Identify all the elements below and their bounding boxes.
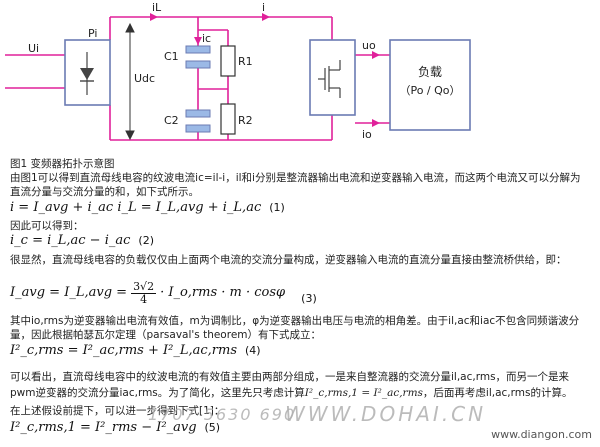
label-c2: C2 [164, 114, 179, 127]
current-arrows [150, 13, 380, 127]
watermark-url: www.diangon.com [491, 428, 592, 441]
converter-topology-diagram: Ui Pi iL i ic Udc C1 C2 R1 R2 uo io 负载 （… [5, 1, 471, 141]
equation-3-rhs: · I_o,rms · m · cosφ [160, 285, 286, 300]
diode-icon [80, 52, 94, 95]
load-title: 负载 [418, 65, 442, 79]
label-io: io [362, 128, 372, 141]
equation-1-number: (1) [269, 201, 285, 214]
mosfet-icon [318, 60, 341, 98]
line-assumption: 在上述假设前提下，可以进一步得到下式[1]： [10, 405, 225, 417]
label-i: i [262, 1, 265, 14]
equation-4: I²_c,rms = I²_ac,rms + I²_L,ac,rms (4) [10, 344, 261, 358]
watermark-site: WWW.DOHAI.CN [285, 402, 487, 426]
equation-3-number: (3) [301, 292, 317, 305]
watermark-phone: 1707 5630 690 [148, 405, 297, 424]
equation-2: i_c = i_L,ac − i_ac (2) [10, 234, 154, 248]
line-therefore: 因此可以得到： [10, 220, 84, 232]
equation-4-number: (4) [245, 344, 261, 357]
equation-2-number: (2) [138, 234, 154, 247]
equation-1-body: i = I_avg + i_ac i_L = I_L,avg + i_L,ac [10, 200, 262, 215]
paragraph-5: pwm逆变器的交流分量iac,rms。为了简化，这里先只考虑计算I²_c,rms… [10, 386, 572, 400]
label-r2: R2 [238, 114, 253, 127]
equation-5-body: I²_c,rms,1 = I²_rms − I²_avg [10, 420, 197, 435]
equation-3-lhs: I_avg = I_L,avg = [10, 285, 128, 300]
arrow-uo [372, 51, 380, 59]
label-ic: ic [202, 32, 211, 45]
paragraph-1: 由图1可以得到直流母线电容的纹波电流ic=il-i，il和i分别是整流器输出电流… [10, 172, 581, 198]
equation-3-numerator: 3√2 [131, 279, 157, 294]
udc-arrow-icon [125, 22, 135, 141]
label-pi: Pi [88, 27, 97, 40]
label-c1: C1 [164, 50, 179, 63]
paragraph-3: 其中io,rms为逆变器输出电流有效值，m为调制比，φ为逆变器输出电压与电流的相… [10, 315, 580, 341]
equation-3: I_avg = I_L,avg = 3√2 4 · I_o,rms · m · … [10, 278, 317, 308]
paragraph-4: 可以看出，直流母线电容中的纹波电流的有效值主要由两部分组成，一是来自整流器的交流… [10, 371, 570, 383]
resistor-r1-icon [220, 45, 236, 77]
figure-caption: 图1 变频器拓扑示意图 [10, 158, 115, 170]
label-il: iL [152, 1, 162, 14]
load-subtitle: （Po / Qo） [399, 84, 460, 97]
capacitor-c2-icon [185, 109, 211, 133]
paragraph-2: 很显然，直流母线电容的负载仅仅由上面两个电流的交流分量构成，逆变器输入电流的直流… [10, 254, 567, 266]
paragraph-5-start: pwm逆变器的交流分量iac,rms。为了简化，这里先只考虑计算 [10, 387, 305, 399]
equation-5-number: (5) [204, 421, 221, 434]
arrow-i [262, 13, 270, 21]
arrow-io [372, 119, 380, 127]
label-r1: R1 [238, 55, 253, 68]
equation-1: i = I_avg + i_ac i_L = I_L,avg + i_L,ac (… [10, 201, 285, 215]
equation-3-fraction: 3√2 4 [131, 279, 157, 306]
label-udc: Udc [134, 72, 155, 85]
label-ui: Ui [28, 42, 39, 55]
equation-4-body: I²_c,rms = I²_ac,rms + I²_L,ac,rms [10, 343, 237, 358]
wires [5, 16, 390, 141]
capacitor-c1-icon [185, 45, 211, 69]
inverter-box [309, 39, 356, 116]
equation-2-body: i_c = i_L,ac − i_ac [10, 233, 131, 248]
paragraph-5-end: ，后面再考虑il,ac,rms的计算。 [422, 387, 573, 399]
equation-3-denominator: 4 [140, 292, 148, 306]
label-uo: uo [362, 39, 376, 52]
load-box [389, 39, 471, 131]
arrow-il [150, 13, 158, 21]
resistor-r2-icon [220, 103, 236, 135]
arrow-ic [194, 37, 202, 45]
equation-5: I²_c,rms,1 = I²_rms − I²_avg (5) [10, 421, 220, 435]
paragraph-5-equation: I²_c,rms,1 = I²_ac,rms [304, 387, 423, 399]
